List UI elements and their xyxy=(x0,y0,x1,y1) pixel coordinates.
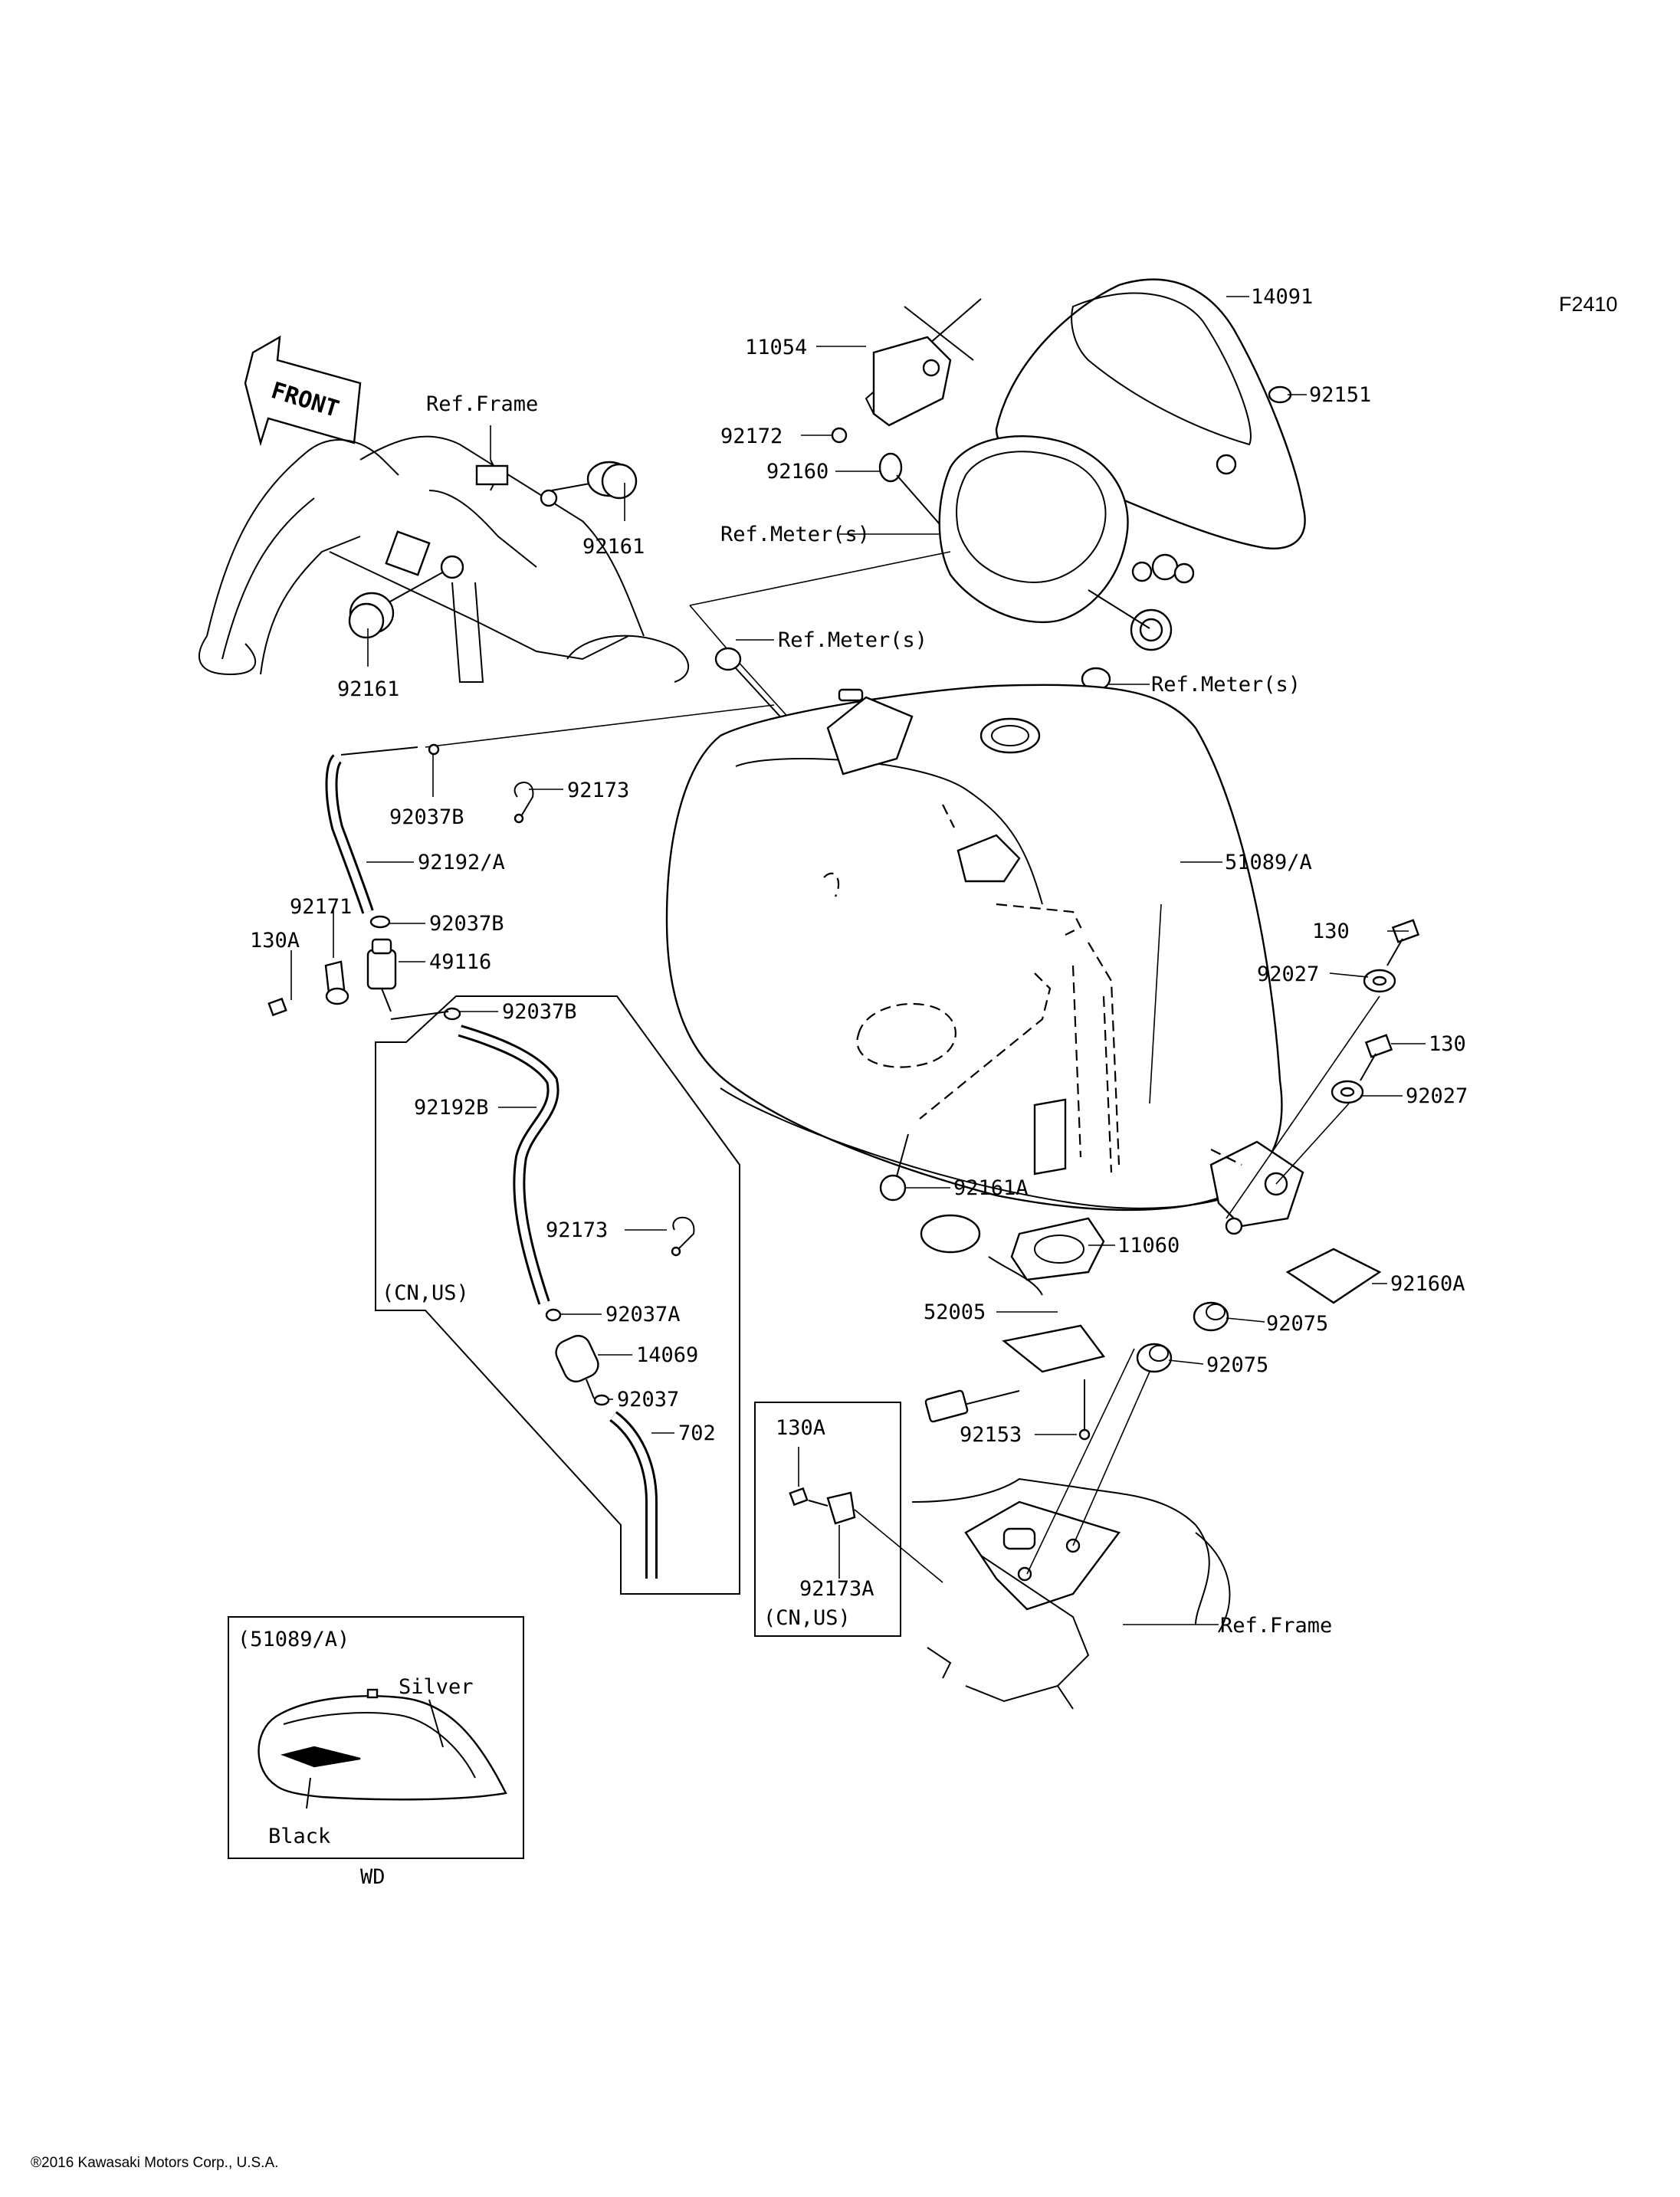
bolt-guide-lines xyxy=(1149,903,1380,1219)
rubber-cap-92161-upper xyxy=(540,461,638,507)
label-92037B-lower: 92037B xyxy=(502,1000,577,1024)
hose-92192B xyxy=(458,1025,559,1305)
label-92075-lower: 92075 xyxy=(1206,1353,1268,1377)
clamp-92173-upper xyxy=(514,782,534,824)
label-ref-frame-1: Ref.Frame xyxy=(426,392,538,416)
label-49116: 49116 xyxy=(429,950,491,974)
label-ref-frame-2: Ref.Frame xyxy=(1220,1614,1332,1638)
leader-lines xyxy=(290,296,1426,1625)
screw-92153 xyxy=(1078,1379,1091,1441)
label-92161-lower: 92161 xyxy=(337,677,399,701)
cn-us-hose-group-outline xyxy=(375,995,740,1595)
label-92160A: 92160A xyxy=(1390,1272,1465,1296)
bolt-92151 xyxy=(1268,385,1292,404)
label-ref-meter-1: Ref.Meter(s) xyxy=(720,523,870,546)
label-92173-upper: 92173 xyxy=(567,779,629,802)
damper-92075-upper xyxy=(1193,1301,1229,1332)
label-14069: 14069 xyxy=(636,1343,698,1367)
label-130-lower: 130 xyxy=(1429,1032,1466,1056)
bolt-130A-right xyxy=(789,1487,809,1507)
label-92027-upper: 92027 xyxy=(1257,962,1319,986)
label-14091: 14091 xyxy=(1251,285,1313,309)
washer-92027-lower xyxy=(1331,1080,1364,1104)
label-92173-lower: 92173 xyxy=(546,1218,608,1242)
inset-caption: WD xyxy=(360,1865,386,1889)
canister-14069 xyxy=(555,1334,599,1399)
damper-92075-lower xyxy=(1136,1343,1173,1373)
label-11054: 11054 xyxy=(745,336,807,359)
bracket-11054 xyxy=(872,336,952,427)
valve-49116 xyxy=(366,938,397,1012)
copyright-notice: ®2016 Kawasaki Motors Corp., U.S.A. xyxy=(31,2155,279,2171)
region-note-hose: (CN,US) xyxy=(382,1281,469,1305)
label-702: 702 xyxy=(678,1421,716,1445)
label-92153: 92153 xyxy=(960,1423,1022,1447)
washer-92027-upper xyxy=(1363,969,1396,993)
clip-92037B-lower xyxy=(390,1007,461,1021)
label-92192A: 92192/A xyxy=(418,851,505,874)
region-note-clamp: (CN,US) xyxy=(763,1606,851,1630)
label-92173A: 92173A xyxy=(799,1577,874,1601)
label-ref-meter-2: Ref.Meter(s) xyxy=(778,628,927,652)
nut-92172 xyxy=(831,427,848,444)
handlebar-frame-drawing xyxy=(199,435,690,683)
label-92172: 92172 xyxy=(720,425,783,448)
variant-inset-box xyxy=(228,1616,524,1859)
variant-tank-drawing xyxy=(258,1688,507,1809)
clip-92037A xyxy=(545,1308,562,1322)
label-92171: 92171 xyxy=(290,895,352,919)
clamp-92173-lower xyxy=(671,1216,695,1257)
label-92160: 92160 xyxy=(766,460,829,484)
lower-frame-drawing xyxy=(911,1348,1231,1710)
cn-us-clamp-group-box xyxy=(754,1402,901,1637)
bolt-130A-left xyxy=(267,997,287,1017)
inset-title: (51089/A) xyxy=(238,1628,349,1651)
label-11060: 11060 xyxy=(1117,1234,1180,1258)
inset-color-silver: Silver xyxy=(399,1675,474,1699)
label-130A-left: 130A xyxy=(250,929,300,953)
bolt-130-lower xyxy=(1360,1034,1393,1081)
bolt-130-upper xyxy=(1386,919,1420,966)
clamp-92173A xyxy=(808,1491,943,1583)
pad-92160A xyxy=(1285,1248,1382,1304)
hose-92192A xyxy=(325,704,775,914)
front-arrow-icon: FRONT xyxy=(244,335,362,447)
bracket-92171 xyxy=(324,960,349,1005)
label-51089A: 51089/A xyxy=(1225,851,1312,874)
label-92037B-middle: 92037B xyxy=(429,912,504,936)
label-ref-meter-3: Ref.Meter(s) xyxy=(1151,673,1301,697)
label-92161-upper: 92161 xyxy=(582,535,645,559)
label-130-upper: 130 xyxy=(1312,920,1350,943)
fuel-pump-52005 xyxy=(920,1098,1106,1423)
label-92037B-top: 92037B xyxy=(389,805,464,829)
gasket-11060 xyxy=(1010,1217,1105,1281)
label-92161A: 92161A xyxy=(953,1176,1029,1200)
inset-color-black: Black xyxy=(268,1825,330,1848)
label-92075-upper: 92075 xyxy=(1266,1312,1328,1336)
meter-assembly xyxy=(938,435,1195,651)
rubber-cap-92161-lower xyxy=(348,555,464,639)
label-92151: 92151 xyxy=(1309,383,1371,407)
figure-code: F2410 xyxy=(1559,293,1618,316)
fuel-tank-51089A xyxy=(665,684,1304,1235)
label-92192B: 92192B xyxy=(414,1096,489,1120)
label-92027-lower: 92027 xyxy=(1406,1084,1468,1108)
label-92037A: 92037A xyxy=(605,1303,681,1326)
label-92037: 92037 xyxy=(617,1388,679,1412)
label-52005: 52005 xyxy=(924,1300,986,1324)
hose-702 xyxy=(609,1411,658,1579)
tank-dashed-hidden-lines xyxy=(823,804,1242,1173)
clip-92037B-middle xyxy=(369,915,391,929)
clip-92037 xyxy=(593,1394,610,1406)
label-130A-right: 130A xyxy=(776,1416,825,1440)
